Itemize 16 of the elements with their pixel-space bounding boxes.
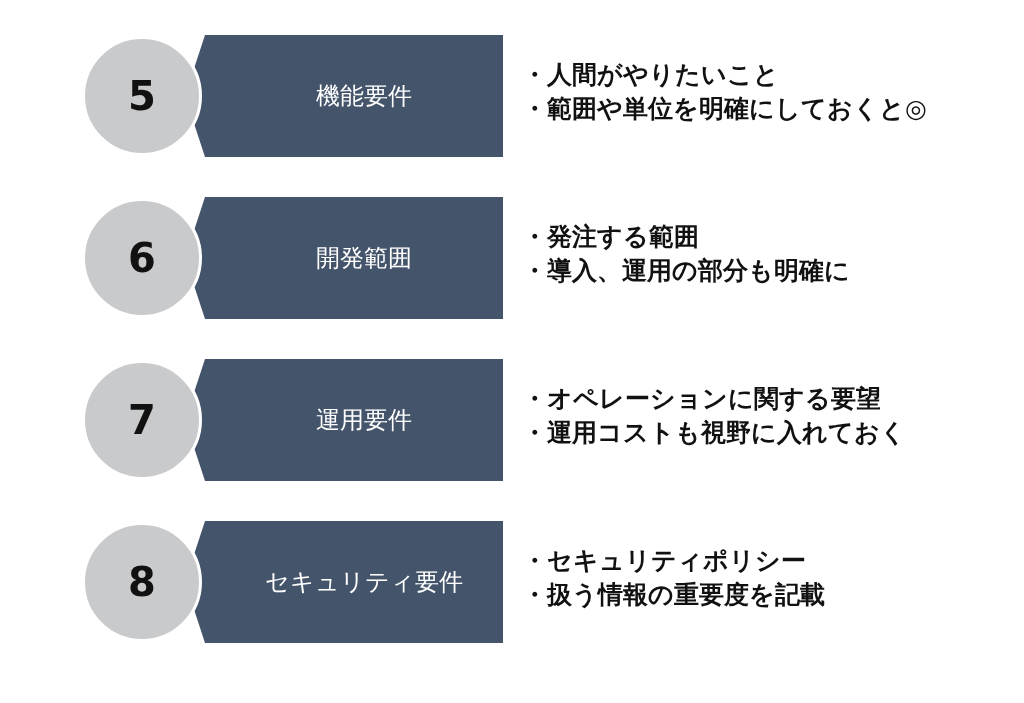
step-number: 7: [128, 397, 156, 443]
bullet-text: ・オペレーションに関する要望: [522, 383, 882, 415]
bullet-text: ・範囲や単位を明確にしておくと◎: [522, 93, 928, 125]
step-number: 6: [128, 235, 156, 281]
banner-title: セキュリティ要件: [265, 567, 463, 598]
step-number: 8: [128, 559, 156, 605]
bullet-text: ・セキュリティポリシー: [522, 545, 807, 577]
bullet-text: ・扱う情報の重要度を記載: [522, 579, 826, 611]
banner-title: 運用要件: [316, 405, 412, 436]
step-number: 5: [128, 73, 156, 119]
bullet-text: ・運用コストも視野に入れておく: [522, 417, 907, 449]
bullet-text: ・導入、運用の部分も明確に: [522, 255, 851, 287]
banner-title: 開発範囲: [316, 243, 412, 274]
banner-title: 機能要件: [316, 81, 412, 112]
bullet-text: ・発注する範囲: [522, 221, 700, 253]
bullet-text: ・人間がやりたいこと: [522, 59, 780, 91]
